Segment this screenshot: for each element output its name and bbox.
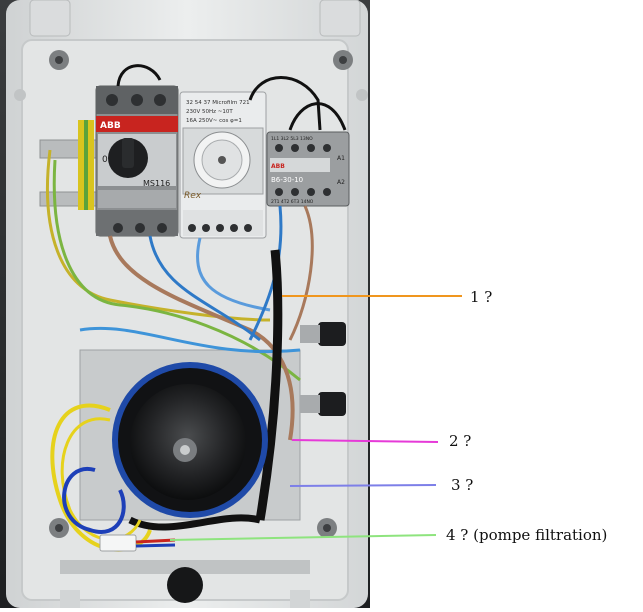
annotation-label-3: 3 ? (451, 476, 474, 494)
timer-spec-2: 16A 250V~ cos φ=1 (186, 118, 242, 124)
contactor-brand: ABB (271, 163, 285, 170)
breaker-model: MS116 (143, 179, 170, 188)
contactor-coil-bottom: A2 (337, 179, 345, 186)
contactor-coil-top: A1 (337, 155, 345, 162)
annotation-label-2: 2 ? (449, 432, 472, 450)
breaker-dial-mark: 0 (102, 155, 108, 165)
timer-ref: 32 54 37 Microfilm 721 (186, 100, 250, 106)
motor-breaker: ABB 0 MS116 (95, 85, 179, 237)
annotation-label-4: 4 ? (pompe filtration) (446, 526, 608, 544)
annotation-label-1: 1 ? (470, 288, 493, 306)
timer-spec-1: 230V 50Hz ~10T (186, 109, 233, 115)
contactor-model: B6-30-10 (271, 176, 303, 184)
breaker-brand: ABB (100, 121, 121, 131)
time-switch: 32 54 37 Microfilm 721 230V 50Hz ~10T 16… (179, 91, 267, 239)
contactor: 1L1 3L2 5L3 13NO A1 ABB B6-30-10 A2 2T1 … (266, 131, 350, 207)
contactor-top-terminals: 1L1 3L2 5L3 13NO (271, 136, 313, 142)
timer-brand: Rex (184, 191, 202, 201)
electrical-box-photo: ABB 0 MS116 32 54 37 Microfilm 721 230V … (0, 0, 370, 608)
contactor-bottom-terminals: 2T1 4T2 6T3 14NO (271, 199, 314, 205)
